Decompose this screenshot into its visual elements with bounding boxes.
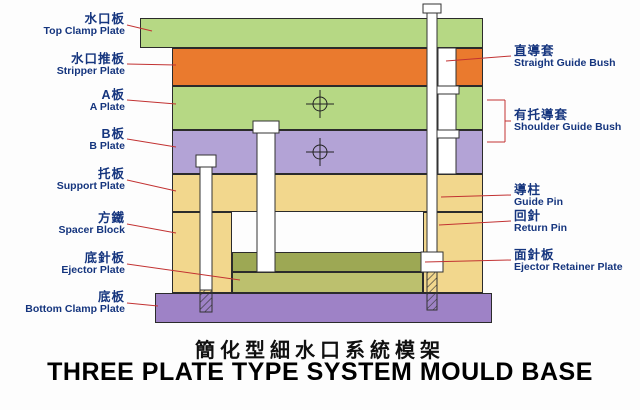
stripper-plate [172, 48, 483, 86]
label-top-clamp-plate: 水口板 Top Clamp Plate [4, 12, 125, 38]
label-zh: 托板 [97, 167, 125, 181]
label-en: Ejector Retainer Plate [514, 261, 623, 273]
support-plate [172, 174, 483, 212]
label-zh: 方鐵 [97, 211, 125, 225]
label-zh: A板 [101, 88, 125, 102]
label-en: Stripper Plate [56, 65, 125, 77]
spacer-block-left [172, 212, 232, 293]
b-plate [172, 130, 483, 174]
label-shoulder-guide-bush: 有托導套 Shoulder Guide Bush [514, 108, 640, 134]
ejector-plate [232, 272, 423, 293]
a-plate [172, 86, 483, 130]
label-stripper-plate: 水口推板 Stripper Plate [4, 52, 125, 78]
label-zh: 回針 [514, 209, 542, 223]
bottom-clamp-plate [155, 293, 492, 323]
label-ejector-plate: 底針板 Ejector Plate [4, 251, 125, 277]
label-en: Return Pin [514, 222, 568, 234]
label-en: B Plate [89, 140, 125, 152]
label-zh: 導柱 [514, 183, 542, 197]
title-chinese: 簡化型細水口系統模架 [195, 340, 445, 362]
label-guide-pin: 導柱 Guide Pin [514, 183, 640, 209]
label-zh: 水口推板 [70, 52, 125, 66]
label-en: Shoulder Guide Bush [514, 121, 622, 133]
label-zh: 底板 [97, 290, 125, 304]
label-a-plate: A板 A Plate [4, 88, 125, 114]
label-spacer-block: 方鐵 Spacer Block [4, 211, 125, 237]
label-return-pin: 回針 Return Pin [514, 209, 640, 235]
label-zh: B板 [101, 127, 125, 141]
label-bottom-clamp-plate: 底板 Bottom Clamp Plate [4, 290, 125, 316]
label-en: Straight Guide Bush [514, 57, 616, 69]
label-straight-guide-bush: 直導套 Straight Guide Bush [514, 44, 640, 70]
label-ejector-retainer-plate: 面針板 Ejector Retainer Plate [514, 248, 640, 274]
label-en: Ejector Plate [61, 264, 125, 276]
label-en: Guide Pin [514, 196, 564, 208]
label-en: Bottom Clamp Plate [25, 303, 125, 315]
label-zh: 水口板 [84, 12, 125, 26]
top-clamp-plate [140, 18, 483, 48]
ejector-retainer-plate [232, 252, 423, 272]
label-en: A Plate [89, 101, 125, 113]
label-support-plate: 托板 Support Plate [4, 167, 125, 193]
title-english: THREE PLATE TYPE SYSTEM MOULD BASE [47, 358, 593, 386]
label-zh: 底針板 [84, 251, 125, 265]
spacer-block-right [423, 212, 483, 293]
label-en: Spacer Block [58, 224, 125, 236]
label-b-plate: B板 B Plate [4, 127, 125, 153]
label-en: Top Clamp Plate [43, 25, 125, 37]
label-zh: 直導套 [514, 44, 555, 58]
label-zh: 面針板 [514, 248, 555, 262]
label-en: Support Plate [56, 180, 125, 192]
label-zh: 有托導套 [514, 108, 569, 122]
